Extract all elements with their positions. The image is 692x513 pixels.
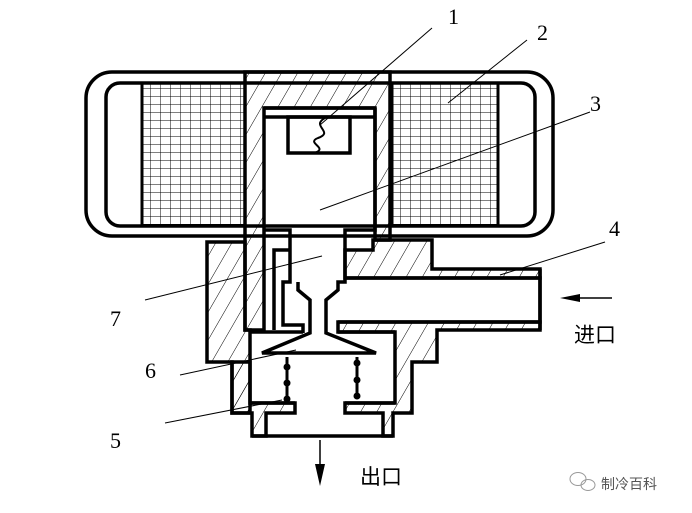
core-sleeve	[243, 70, 392, 332]
label-1: 1	[448, 4, 459, 29]
watermark-text: 制冷百科	[601, 477, 657, 493]
label-7: 7	[110, 306, 121, 331]
plunger	[264, 108, 377, 333]
label-6: 6	[145, 358, 156, 383]
outlet-label: 出口	[360, 465, 402, 489]
stem-and-cone	[261, 250, 377, 355]
spring-1	[313, 117, 326, 154]
valve-body-right-upper	[343, 238, 542, 280]
valve-body-right-lower	[336, 320, 542, 438]
inlet-label: 进口	[574, 323, 616, 347]
inlet-pipe	[338, 276, 542, 324]
valve-chamber	[250, 330, 395, 405]
label-4: 4	[609, 216, 620, 241]
coil-winding-right	[390, 81, 500, 228]
outlet-arrow	[315, 440, 325, 486]
spring-5	[283, 357, 361, 403]
label-2: 2	[537, 20, 548, 45]
wechat-icon	[569, 472, 596, 491]
label-5: 5	[110, 428, 121, 453]
leader-lines	[144, 27, 606, 424]
inlet-arrow	[560, 294, 612, 302]
label-3: 3	[590, 91, 601, 116]
valve-body-bottom-left	[230, 360, 297, 438]
coil-winding-left	[140, 81, 247, 228]
spring-box	[286, 115, 352, 155]
